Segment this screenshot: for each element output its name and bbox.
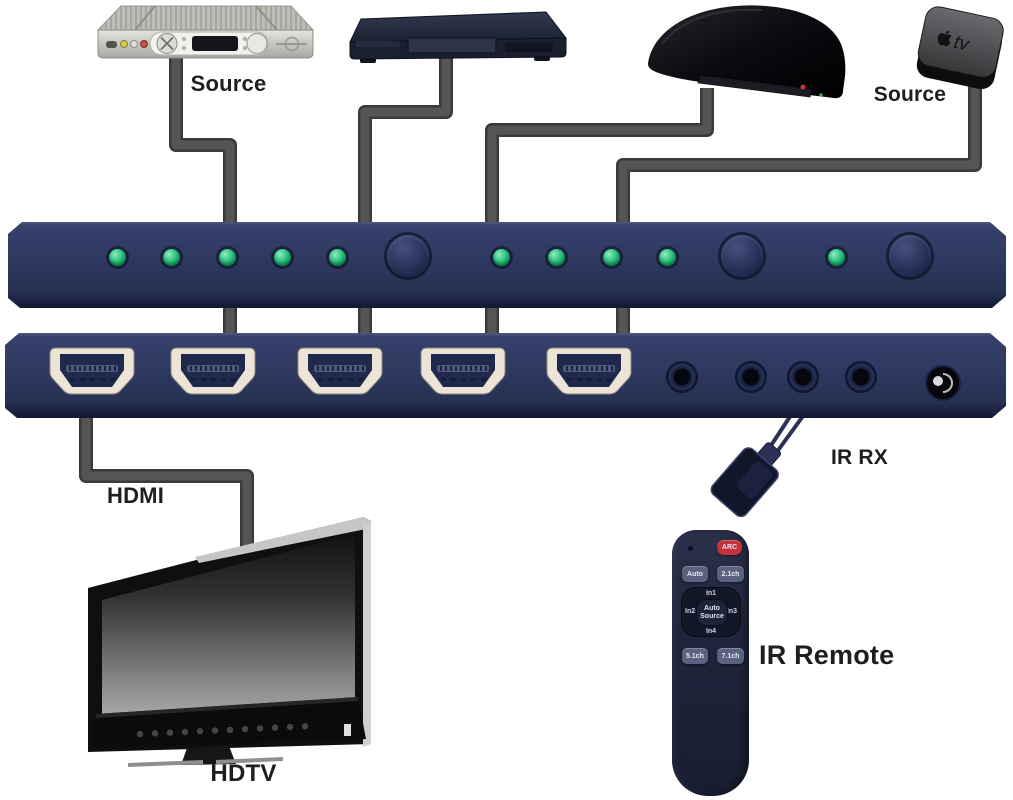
front-panel-led [274, 249, 291, 266]
apple-tv-logo-text: tv [952, 32, 972, 56]
front-panel-led [603, 249, 620, 266]
hdmi-port [298, 348, 382, 394]
remote-button-auto-source: Auto Source [696, 599, 728, 626]
hdtv-device [88, 517, 371, 767]
dvd-player-device [349, 11, 568, 63]
front-panel-button [387, 235, 429, 277]
label-source-right: Source [873, 83, 947, 106]
rear-panel-connectors [5, 333, 1006, 418]
remote-button-in3: In3 [726, 608, 737, 615]
apple-logo-icon [937, 30, 952, 47]
switch-rear-panel [5, 333, 1006, 418]
remote-button-7-1ch: 7.1ch [717, 648, 744, 664]
apple-tv-device: tv [916, 6, 1004, 90]
front-panel-led [548, 249, 565, 266]
audio-jack [667, 362, 697, 392]
front-panel-led [659, 249, 676, 266]
hdmi-port [50, 348, 134, 394]
remote-led [688, 546, 693, 551]
front-panel-led [109, 249, 126, 266]
remote-button-2-1ch: 2.1ch [717, 566, 744, 582]
hdmi-port [171, 348, 255, 394]
remote-button-in2: In2 [685, 608, 696, 615]
game-console-device [648, 5, 846, 99]
remote-button-5-1ch: 5.1ch [682, 648, 708, 664]
label-hdmi: HDMI [107, 483, 165, 508]
hdmi-port [421, 348, 505, 394]
remote-dpad: In1 In2 In3 In4 Auto Source [681, 587, 741, 637]
remote-button-arc: ARC [717, 540, 742, 555]
front-panel-led [163, 249, 180, 266]
front-panel-led [828, 249, 845, 266]
remote-button-in1: In1 [705, 590, 717, 597]
dc-power-jack [926, 366, 960, 400]
audio-jack [736, 362, 766, 392]
front-panel-led [329, 249, 346, 266]
remote-button-in4: In4 [705, 628, 717, 635]
audio-jack [788, 362, 818, 392]
cable-box-device [96, 5, 315, 59]
front-panel-led [219, 249, 236, 266]
front-panel-led [493, 249, 510, 266]
hdmi-port [547, 348, 631, 394]
front-panel-button [889, 235, 931, 277]
label-source-left: Source [190, 71, 267, 96]
remote-button-auto: Auto [682, 566, 708, 582]
label-hdtv: HDTV [210, 760, 277, 787]
ir-receiver [710, 442, 781, 518]
audio-jack [846, 362, 876, 392]
label-ir-rx: IR RX [831, 446, 889, 469]
switch-front-panel [8, 222, 1006, 308]
label-ir-remote: IR Remote [759, 640, 895, 670]
ir-remote: ARC Auto 2.1ch In1 In2 In3 In4 Auto Sour… [672, 530, 749, 796]
front-panel-button [721, 235, 763, 277]
